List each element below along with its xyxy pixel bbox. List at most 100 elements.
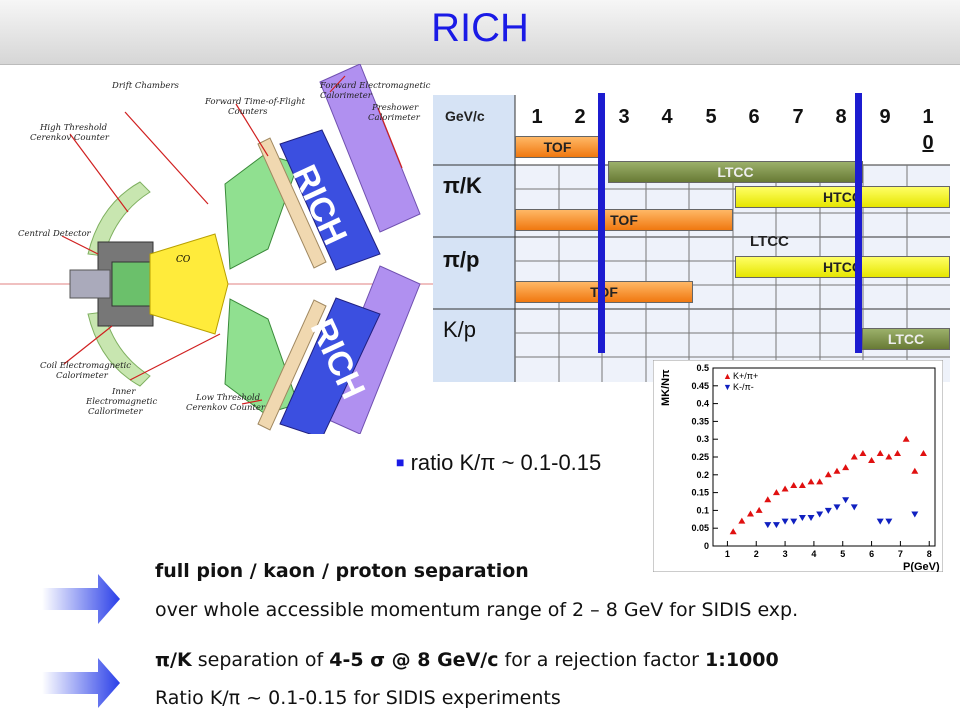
kplus-point — [807, 478, 815, 485]
kplus-point — [850, 453, 858, 460]
summary-line-1: full pion / kaon / proton separation — [155, 560, 529, 582]
kplus-point — [833, 467, 841, 474]
plot-legend: ▲ K+/π+ ▼ K-/π- — [723, 371, 758, 392]
x-tick-label: 1 — [725, 549, 730, 559]
y-tick-label: 0.2 — [696, 470, 709, 480]
y-tick-label: 0.1 — [696, 505, 709, 515]
y-tick-label: 0.15 — [691, 488, 709, 498]
kplus-point — [738, 517, 746, 524]
kplus-point — [868, 457, 876, 464]
summary-line-3: π/K separation of 4-5 σ @ 8 GeV/c for a … — [155, 649, 779, 671]
kminus-point — [833, 504, 841, 511]
line3-c: 4-5 σ @ 8 GeV/c — [329, 649, 499, 671]
kminus-point — [790, 518, 798, 525]
kplus-point — [902, 435, 910, 442]
line3-d: for a rejection factor — [498, 649, 706, 671]
momentum-9: 9 — [879, 106, 890, 128]
x-tick-label: 5 — [840, 549, 845, 559]
x-tick-label: 3 — [783, 549, 788, 559]
co2-cone — [149, 233, 229, 335]
y-tick-label: 0.4 — [696, 399, 709, 409]
kplus-point — [755, 506, 763, 513]
kminus-point — [842, 497, 850, 504]
x-tick-label: 8 — [927, 549, 932, 559]
kminus-point — [850, 504, 858, 511]
calorimeter-top — [319, 64, 421, 233]
x-tick-label: 7 — [898, 549, 903, 559]
kplus-point — [764, 496, 772, 503]
kminus-point — [885, 518, 893, 525]
y-tick-label: 0.5 — [696, 363, 709, 373]
momentum-7: 7 — [792, 106, 803, 128]
line3-e: 1:1000 — [705, 649, 779, 671]
y-tick-label: 0.35 — [691, 416, 709, 426]
bar-tof-1: TOF — [515, 136, 600, 158]
y-tick-label: 0.25 — [691, 452, 709, 462]
plot-xlabel: P(GeV) — [903, 561, 940, 572]
kminus-point — [798, 515, 806, 522]
bullet-marker: ■ — [396, 454, 405, 470]
pointer-lines — [61, 75, 403, 405]
label-central-detector: Central Detector — [18, 229, 92, 239]
kplus-point — [842, 464, 850, 471]
momentum-5: 5 — [705, 106, 716, 128]
row-label-pik: π/K — [443, 173, 482, 198]
bar-ltcc-1: LTCC — [608, 161, 863, 183]
momentum-8: 8 — [835, 106, 846, 128]
kminus-point — [764, 522, 772, 529]
legend-kplus: K+/π+ — [733, 371, 758, 381]
bar-tof-2: TOF — [515, 209, 733, 231]
x-tick-label: 2 — [754, 549, 759, 559]
summary-line-2: over whole accessible momentum range of … — [155, 599, 799, 621]
kplus-point — [816, 478, 824, 485]
legend-kminus: K-/π- — [733, 382, 754, 392]
drift-chamber-top — [224, 153, 299, 270]
bullet-text: ratio K/π ~ 0.1-0.15 — [410, 450, 602, 475]
momentum-10-b: 0 — [922, 132, 933, 154]
kplus-point — [798, 481, 806, 488]
rich-range-line-right — [855, 93, 862, 353]
momentum-2: 2 — [574, 106, 585, 128]
line3-a: π/K — [155, 649, 192, 671]
kplus-point — [894, 449, 902, 456]
kplus-point — [859, 449, 867, 456]
legend-kminus-marker: ▼ — [723, 382, 732, 392]
x-tick-label: 4 — [811, 549, 816, 559]
momentum-1: 1 — [531, 106, 542, 128]
kminus-point — [807, 515, 815, 522]
htcc-fan — [87, 181, 151, 387]
kplus-point — [911, 467, 919, 474]
summary-line-4: Ratio K/π ~ 0.1-0.15 for SIDIS experimen… — [155, 687, 561, 709]
y-tick-label: 0 — [704, 541, 709, 551]
y-tick-label: 0.3 — [696, 434, 709, 444]
kminus-point — [824, 507, 832, 514]
rich-top-block: RICH — [279, 129, 381, 271]
tof-bar-bottom — [257, 299, 327, 431]
bar-ltcc-3: LTCC — [862, 328, 950, 350]
kminus-point — [772, 522, 780, 529]
momentum-10-a: 1 — [922, 106, 933, 128]
y-tick-label: 0.45 — [691, 381, 709, 391]
kplus-point — [876, 449, 884, 456]
tof-bar-top — [257, 137, 327, 269]
momentum-6: 6 — [748, 106, 759, 128]
label-drift-chambers: Drift Chambers — [111, 81, 180, 91]
row-label-kp: K/p — [443, 317, 476, 342]
kminus-point — [781, 518, 789, 525]
bar-htcc-2: HTCC — [735, 256, 950, 278]
y-tick-label: 0.05 — [691, 523, 709, 533]
row-label-pip: π/p — [443, 247, 479, 272]
kplus-point — [772, 489, 780, 496]
co2-label: CO — [176, 255, 191, 265]
title-bar — [0, 0, 960, 65]
x-tick-label: 6 — [869, 549, 874, 559]
kplus-point — [824, 471, 832, 478]
kplus-point — [790, 481, 798, 488]
momentum-3: 3 — [618, 106, 629, 128]
